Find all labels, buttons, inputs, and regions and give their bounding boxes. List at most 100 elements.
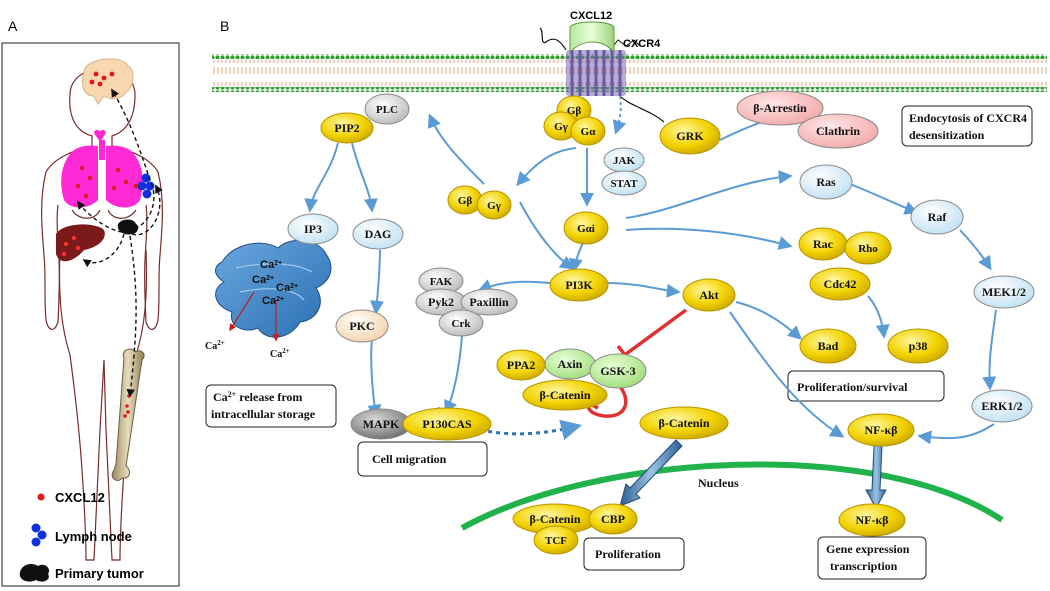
cell-migration-label: Cell migration <box>372 452 447 466</box>
ca-out-charge-2: 2+ <box>282 347 290 355</box>
node-clathrin: Clathrin <box>797 113 879 149</box>
node-bcat-free: β-Catenin <box>639 406 729 440</box>
node-raf-label: Raf <box>928 210 948 224</box>
cxcr4-receptor <box>539 27 665 123</box>
node-pkc-label: PKC <box>349 319 374 333</box>
node-ip3-shape <box>287 213 339 245</box>
ca-charge-3: 2+ <box>290 283 298 290</box>
node-cbp-shape <box>588 503 638 535</box>
node-raf: Raf <box>910 199 964 235</box>
node-ga-top-label: Gα <box>581 126 597 138</box>
liver-shape <box>56 224 105 262</box>
node-p130cas-shape <box>402 407 492 441</box>
node-nfkb-nuc: NF-κβ <box>838 503 906 537</box>
node-grk-label: GRK <box>676 129 704 143</box>
endocytosis-line-2: desensitization <box>909 128 985 142</box>
lung-cxcl12-dots <box>75 165 129 199</box>
endocytosis-line-1: Endocytosis of CXCR4 <box>909 111 1027 125</box>
node-crk-shape <box>438 309 484 337</box>
node-nfkb-nuc-shape <box>838 503 906 537</box>
node-mek-shape <box>973 275 1035 309</box>
node-grk: GRK <box>659 117 721 155</box>
node-tcf: TCF <box>533 525 579 555</box>
ca-release-charge: 2+ <box>228 390 237 399</box>
node-crk: Crk <box>438 309 484 337</box>
ca-ion-1: Ca <box>260 259 275 271</box>
ca-release-arrows <box>229 291 280 342</box>
node-pip2: PIP2 <box>320 112 374 144</box>
node-pi3k: PI3K <box>549 268 609 302</box>
node-barrestin: β-Arrestin <box>736 90 824 126</box>
node-barrestin-label: β-Arrestin <box>753 101 807 115</box>
ca-out-charge-1: 2+ <box>217 339 225 347</box>
node-p38-shape <box>887 328 949 364</box>
node-clathrin-label: Clathrin <box>816 124 860 138</box>
node-bcat-nuc: β-Catenin <box>512 503 598 535</box>
node-gg-mid-label: Gγ <box>487 200 501 212</box>
node-pkc-shape <box>335 309 389 343</box>
node-dag-label: DAG <box>365 227 392 241</box>
ca-ion-4: Ca <box>262 295 277 307</box>
legend-cxcl12-label: CXCL12 <box>55 490 105 505</box>
node-axin: Axin <box>544 348 596 380</box>
node-ppa2-label: PPA2 <box>507 358 535 372</box>
lymph-node-shape <box>137 173 155 199</box>
node-ip3: IP3 <box>287 213 339 245</box>
node-cdc42: Cdc42 <box>809 267 871 301</box>
node-tcf-label: TCF <box>545 535 567 547</box>
node-gai: Gαi <box>563 211 609 245</box>
node-ras-label: Ras <box>816 175 836 189</box>
nuclear-import-arrows <box>619 439 887 510</box>
node-bcat-free-label: β-Catenin <box>659 416 710 430</box>
proliferation-label: Proliferation <box>595 547 661 561</box>
node-ras: Ras <box>799 164 853 200</box>
node-paxillin: Paxillin <box>460 288 518 316</box>
cxcr4-receptor-label: CXCR4 <box>623 38 661 50</box>
node-plc-label: PLC <box>376 104 398 116</box>
node-dag: DAG <box>352 218 404 250</box>
node-nfkb-cyto-shape <box>847 413 915 447</box>
node-gg-top-label: Gγ <box>554 121 568 133</box>
node-pkc: PKC <box>335 309 389 343</box>
lymph-cxcl12-dot <box>133 183 139 189</box>
endoplasmic-reticulum <box>215 239 332 338</box>
node-gai-shape <box>563 211 609 245</box>
node-cbp-label: CBP <box>601 512 625 526</box>
node-jak-label: JAK <box>613 155 635 167</box>
node-rho-label: Rho <box>858 243 878 255</box>
svg-text:Ca2+: Ca2+ <box>262 295 284 307</box>
node-jak: JAK <box>603 147 645 173</box>
panel-a-label: A <box>8 18 18 34</box>
node-paxillin-label: Paxillin <box>469 295 509 309</box>
node-pi3k-shape <box>549 268 609 302</box>
panel-b-label: B <box>220 18 229 34</box>
node-erk-label: ERK1/2 <box>981 399 1022 413</box>
node-rho: Rho <box>844 231 892 265</box>
ca-ion-2: Ca <box>252 274 267 286</box>
ca-release-box: Ca2+ release from intracellular storage <box>205 384 337 428</box>
femur-bone <box>111 348 145 481</box>
node-ras-shape <box>799 164 853 200</box>
node-gai-label: Gαi <box>577 223 595 235</box>
ca-ions-in-er: Ca2+ Ca2+ Ca2+ Ca2+ <box>252 259 298 307</box>
node-pip2-label: PIP2 <box>334 121 359 135</box>
node-ga-top: Gα <box>570 116 606 146</box>
node-mapk: MAPK <box>350 408 412 440</box>
node-erk: ERK1/2 <box>971 389 1033 423</box>
node-gsk3-shape <box>589 353 647 389</box>
nucleus-label: Nucleus <box>698 476 739 490</box>
liver-cxcl12-dots <box>61 235 81 257</box>
ca-release-line-1: Ca2+ release from <box>213 390 302 405</box>
node-pi3k-label: PI3K <box>565 278 593 292</box>
node-crk-label: Crk <box>452 318 472 330</box>
node-stat-label: STAT <box>610 178 638 190</box>
gene-expression-line-1: Gene expression <box>826 542 910 556</box>
ca-release-line-2: intracellular storage <box>211 407 316 421</box>
node-nfkb-cyto-label: NF-κβ <box>865 423 898 437</box>
node-bcat-nuc-label: β-Catenin <box>530 512 581 526</box>
ca-out-ion-1: Ca <box>205 341 217 352</box>
node-gg-mid: Gγ <box>476 190 512 220</box>
legend: CXCL12 Lymph node Primary tumor <box>19 490 144 582</box>
node-bcat-complex-shape <box>522 379 608 411</box>
